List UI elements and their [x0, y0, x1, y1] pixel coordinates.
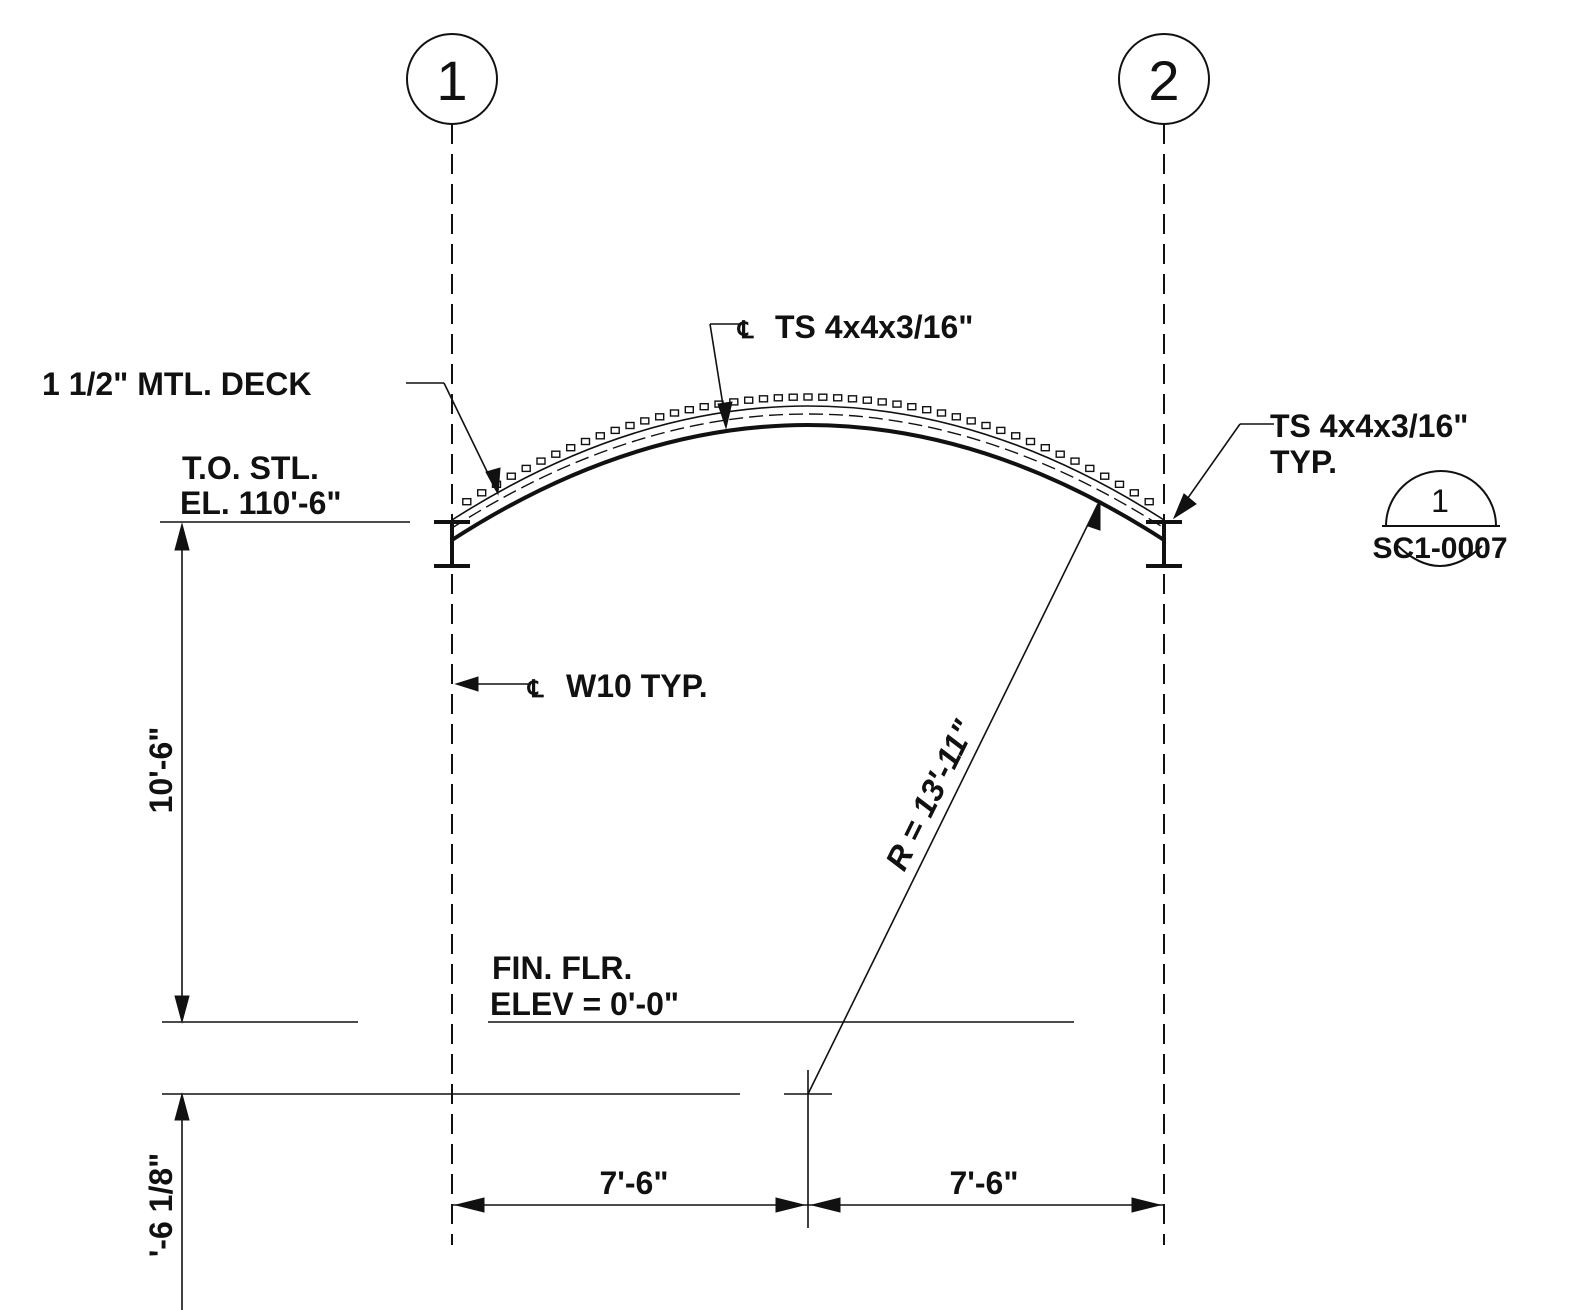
finish-floor-label: FIN. FLR. [492, 950, 632, 986]
centerline-mark-col: ℄ [527, 676, 544, 703]
section-mark [1382, 470, 1500, 567]
deck-rib [803, 393, 813, 401]
column-centerline-label: W10 TYP. [566, 668, 708, 704]
deck-rib [892, 400, 902, 408]
top-of-steel-label: T.O. STL. [182, 450, 319, 486]
deck-rib [1129, 489, 1140, 497]
ts-member-right-typ: TYP. [1270, 444, 1337, 480]
deck-rib [595, 432, 605, 440]
deck-rib [610, 426, 620, 435]
span-dimension [452, 1197, 1164, 1213]
metal-deck-leader [406, 382, 501, 496]
center-offset-label: '-6 1/8" [143, 1153, 179, 1258]
deck-rib [996, 426, 1006, 435]
left-span-label: 7'-6" [599, 1165, 668, 1201]
deck-rib [862, 396, 872, 404]
height-dimension [174, 522, 190, 1024]
height-dimension-label: 10'-6" [143, 727, 179, 814]
column-stub-right [1146, 520, 1182, 568]
metal-deck [462, 393, 1154, 506]
deck-rib [1025, 437, 1036, 446]
finish-floor-elev: ELEV = 0'-0" [490, 986, 679, 1022]
deck-rib [744, 396, 754, 404]
deck-rib [936, 409, 947, 417]
section-mark-sheet: SC1-0007 [1372, 532, 1507, 565]
ts-member-right-leader [1172, 423, 1274, 520]
grid-label-2: 2 [1148, 49, 1179, 112]
deck-rib [462, 498, 472, 506]
deck-rib [551, 450, 561, 458]
deck-rib [981, 421, 991, 430]
deck-rib [1055, 450, 1065, 458]
top-of-steel-elev: EL. 110'-6" [180, 485, 342, 521]
deck-rib [847, 395, 858, 403]
deck-rib [566, 444, 576, 452]
deck-rib [1099, 472, 1110, 480]
deck-rib [1114, 480, 1125, 488]
deck-rib [788, 393, 798, 401]
deck-rib [580, 437, 591, 446]
radius-label: R = 13'-11" [878, 714, 982, 876]
deck-rib [773, 394, 783, 402]
deck-rib [1144, 498, 1154, 506]
right-span-label: 7'-6" [949, 1165, 1018, 1201]
ts-member-label: TS 4x4x3/16" [775, 309, 973, 345]
deck-rib [1070, 457, 1080, 465]
deck-rib [506, 472, 516, 480]
deck-rib [833, 394, 843, 402]
column-stub-left [434, 520, 470, 568]
ts-member-right-label: TS 4x4x3/16" [1270, 408, 1468, 444]
deck-rib [625, 421, 635, 430]
deck-rib [1085, 464, 1095, 473]
deck-rib [477, 489, 487, 497]
grid-label-1: 1 [436, 49, 467, 112]
deck-rib [669, 409, 680, 417]
deck-rib [1011, 432, 1021, 440]
deck-rib [907, 403, 917, 411]
deck-rib [818, 393, 828, 401]
section-mark-number: 1 [1431, 483, 1449, 519]
metal-deck-label: 1 1/2" MTL. DECK [42, 366, 311, 402]
deck-rib [684, 406, 694, 414]
centerline-mark-top: ℄ [737, 317, 754, 344]
arch-member [450, 405, 1166, 542]
deck-rib [877, 398, 887, 406]
deck-rib [758, 395, 769, 403]
column-centerline-leader [454, 676, 528, 692]
center-offset-dimension [174, 1092, 190, 1310]
deck-rib [655, 413, 665, 421]
deck-rib [922, 406, 932, 414]
deck-rib [536, 457, 546, 465]
radius-leader [807, 499, 1101, 1095]
deck-rib [640, 417, 650, 425]
deck-rib [966, 417, 976, 425]
deck-rib [521, 464, 531, 473]
deck-rib [951, 413, 961, 421]
ts-member-leader [709, 323, 742, 430]
deck-rib [1040, 444, 1051, 452]
deck-rib [699, 403, 709, 411]
